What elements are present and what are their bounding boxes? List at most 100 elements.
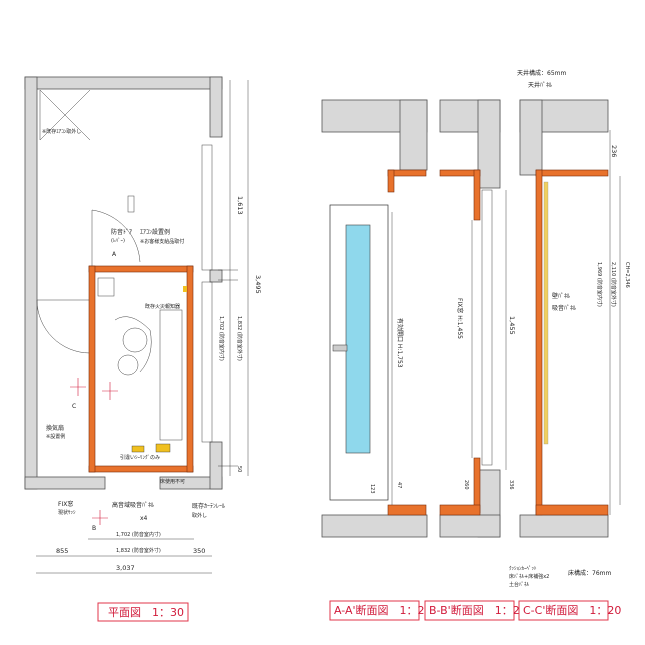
cc-wall-panel: 壁ﾊﾟﾈﾙ <box>552 292 570 300</box>
plan-aircon-label: ｴｱｺﾝ設置例 <box>140 228 170 236</box>
section-bb: FIX窓 H:1,455 1,455 260 336 <box>439 99 516 538</box>
plan-dim-bottom-3037: 3,037 <box>116 564 135 572</box>
cc-dim-ch: CH=2,346 <box>624 262 630 288</box>
plan-fire-detector: 既存火災報知器 <box>145 303 180 310</box>
plan-aircon-sub: ※お客様支給品取付 <box>140 238 184 245</box>
title-bb-box <box>424 600 515 621</box>
booth-door-swing <box>91 209 141 266</box>
bb-fix-label: FIX窓 H:1,455 <box>456 298 464 339</box>
section-aa: 有効開口 H:1,753 123 47 <box>321 99 428 538</box>
plan-view: ※既存ｴｱｺﾝ取外し 防音ﾄﾞｱ (ﾚﾊﾞｰ) ｴｱｺﾝ設置例 ※お客様支給品取… <box>24 76 262 574</box>
bb-window <box>481 189 493 466</box>
plan-right-wall-lower <box>209 441 223 490</box>
plan-remove-curtain-sub: 取外し <box>192 512 207 519</box>
plan-floor-note: 床使用不可 <box>160 478 185 485</box>
aa-dim-123: 123 <box>369 484 375 494</box>
title-plan-box <box>97 602 189 622</box>
title-aa: A-A'断面図 1：20 <box>334 603 432 617</box>
cc-dim-1969: 1,969 (防音室内寸) <box>596 262 603 307</box>
plan-right-wall-mid <box>209 269 223 283</box>
cc-absorb-panel <box>543 181 549 445</box>
plan-dim-bottom-1832: 1,832 (防音室外寸) <box>116 547 161 554</box>
plan-dim-bottom-1702: 1,702 (防音室内寸) <box>116 531 161 538</box>
plan-section-b: B <box>92 525 96 532</box>
plan-top-wall <box>24 76 223 90</box>
aa-dim-47: 47 <box>396 482 402 488</box>
cc-ceiling-config: 天井構成：65mm <box>517 69 566 77</box>
plan-red-mark-3 <box>92 510 108 525</box>
bb-dim-1455: 1,455 <box>508 316 516 335</box>
fire-sensor-icon <box>183 286 187 292</box>
cc-booth-floor <box>535 504 609 516</box>
cc-floor-note1: ｸｯｼｮﾝｶｰﾍﾟｯﾄ <box>509 565 537 572</box>
plan-high-panel: 高音域吸音ﾊﾟﾈﾙ <box>112 501 154 509</box>
plan-note-existing-fan: ※既存ｴｱｺﾝ取外し <box>42 128 81 135</box>
plan-window-lower <box>201 281 213 443</box>
plan-existing-door-diagonal2 <box>39 89 91 141</box>
bb-dim-260: 260 <box>463 480 469 490</box>
aa-ceiling-drop <box>399 99 428 171</box>
cc-ceiling-panel: 天井ﾊﾟﾈﾙ <box>528 81 552 89</box>
cc-floor-note2: 床ﾊﾟﾈﾙ+床補強x2 <box>509 573 549 580</box>
plan-dim-1702: 1,702 (防音室内寸) <box>218 316 225 361</box>
cc-dim-236: 236 <box>610 145 618 157</box>
door-lever-icon <box>332 344 348 352</box>
plan-remove-curtain: 既存ｶｰﾃﾝﾚｰﾙ <box>192 502 225 510</box>
bb-wall-upper <box>477 99 501 189</box>
plan-fix-window-sub: 現状ｻｯｼ <box>58 509 76 516</box>
booth-aircon-unit <box>97 277 115 297</box>
booth-wall-left <box>88 265 96 473</box>
plan-dim-50: 50 <box>236 466 242 472</box>
plan-fix-window: FIX窓 <box>58 500 73 508</box>
stool-icon <box>117 354 139 376</box>
plan-left-wall <box>24 76 38 490</box>
aa-opening-label: 有効開口 H:1,753 <box>396 318 404 368</box>
plan-section-a: A <box>112 251 117 258</box>
aa-door-glass <box>345 224 371 454</box>
plan-section-c: C <box>72 403 76 410</box>
plan-ventilation: 換気扇 <box>46 424 64 432</box>
plan-dim-1832: 1,832 (防音室外寸) <box>236 316 243 361</box>
aa-booth-floor <box>387 504 427 516</box>
plan-high-panel-qty: x4 <box>140 515 148 522</box>
plan-window-upper <box>201 144 213 271</box>
section-cc: 天井構成：65mm 天井ﾊﾟﾈﾙ 壁ﾊﾟﾈﾙ 吸音ﾊﾟﾈﾙ 236 1,969 … <box>509 69 630 588</box>
booth-desk <box>159 309 183 441</box>
plan-door-sub: (ﾚﾊﾞｰ) <box>111 237 125 244</box>
aa-floor-wall <box>321 514 428 538</box>
plan-left-door-swing <box>36 299 91 354</box>
plan-dim-bottom-350: 350 <box>193 547 205 555</box>
cc-floor-wall <box>519 514 609 538</box>
plan-red-mark-1 <box>70 378 86 396</box>
cc-absorb-panel-label: 吸音ﾊﾟﾈﾙ <box>552 304 576 312</box>
title-plan: 平面図 1：30 <box>108 606 184 619</box>
title-cc-box <box>518 600 609 621</box>
cc-floor-config: 床構成：76mm <box>568 569 611 577</box>
chair-icon <box>122 327 148 353</box>
bb-booth-floor <box>439 504 481 516</box>
door-handle-icon <box>127 195 135 213</box>
plan-dim-3495: 3,495 <box>254 275 262 294</box>
cc-booth-ceiling <box>535 169 609 177</box>
pedal-icon-2 <box>131 445 145 453</box>
plan-red-mark-2 <box>102 382 118 400</box>
plan-ventilation-sub: ※設置例 <box>46 433 65 440</box>
bb-floor-wall <box>439 514 501 538</box>
plan-bottom-wall-left <box>24 476 106 490</box>
cc-dim-2110: 2,110 (防音室外寸) <box>610 262 617 307</box>
cc-floor-note3: 土台ﾊﾟﾈﾙ <box>509 581 530 588</box>
title-cc: C-C'断面図 1：20 <box>523 603 621 617</box>
plan-dim-bottom-855: 855 <box>56 547 68 555</box>
booth-wall-right <box>186 265 194 473</box>
pedal-icon <box>155 443 171 453</box>
aa-booth-head <box>387 169 395 193</box>
booth-wall-bottom <box>88 465 194 473</box>
bb-dim-336: 336 <box>508 480 514 490</box>
booth-wall-top <box>88 265 194 273</box>
cc-booth-wall <box>535 169 543 516</box>
title-bb: B-B'断面図 1：20 <box>429 603 527 617</box>
bb-booth-wall-upper <box>473 169 481 221</box>
plan-door-label: 防音ﾄﾞｱ <box>111 228 132 236</box>
plan-sliding-only: 引違いｼｰﾘﾝｸﾞのみ <box>120 454 160 461</box>
